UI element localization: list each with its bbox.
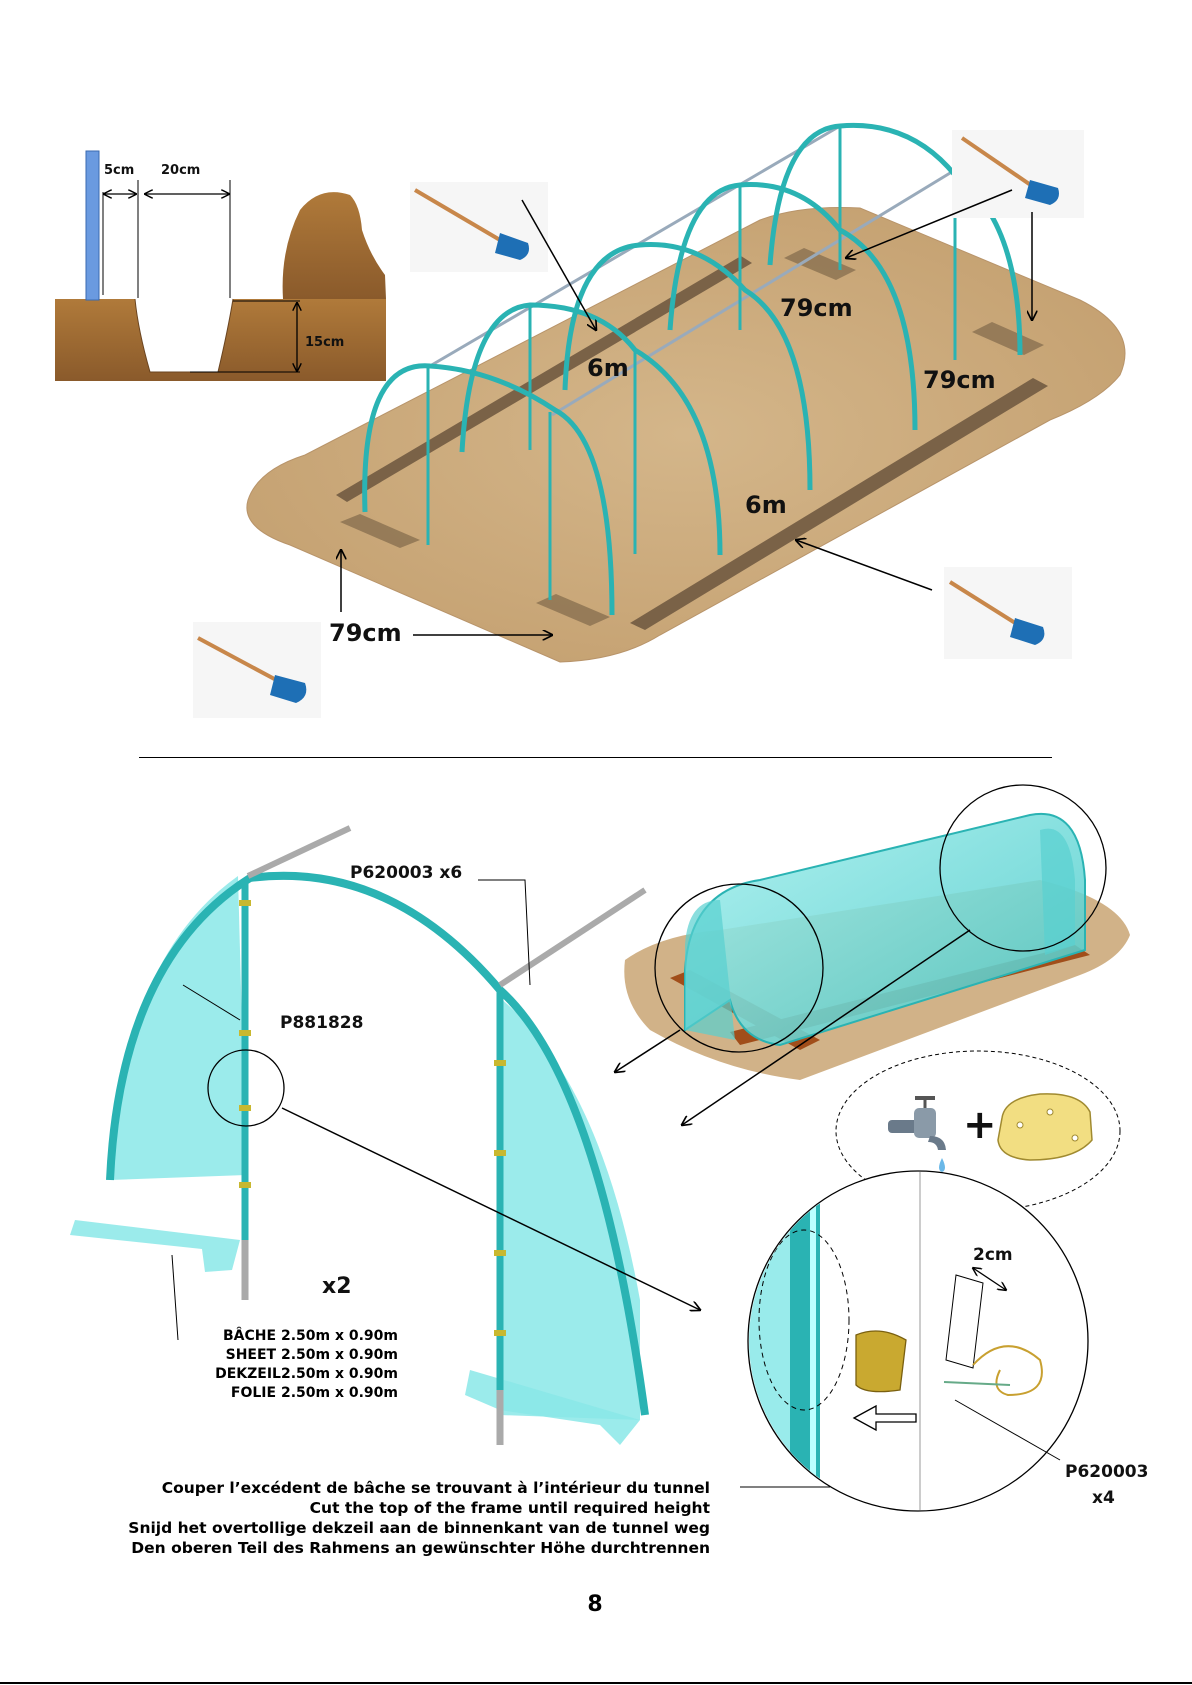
clip-detail [740, 1170, 1089, 1512]
trench-width-label: 20cm [161, 163, 201, 178]
arch-tube [106, 871, 649, 1416]
left-end-sheet [110, 876, 246, 1180]
bottom-rule [0, 1682, 1192, 1684]
page-number: 8 [587, 1592, 603, 1617]
hoops [362, 122, 1023, 616]
soap-icon [997, 1093, 1093, 1161]
detail-circle-right [939, 784, 1107, 952]
sheet-part-label: P881828 [280, 1013, 364, 1033]
front-trench-length-label: 6m [745, 491, 787, 519]
instruction-de: Den oberen Teil des Rahmens an gewünscht… [131, 1539, 710, 1557]
instructions: Couper l’excédent de bâche se trouvant à… [110, 1478, 710, 1558]
rear-edge-distance-label: 79cm [780, 294, 853, 322]
back-trench [336, 256, 752, 502]
sheet-spec-nl: DEKZEIL2.50m x 0.90m [215, 1366, 398, 1382]
tap-icon [888, 1096, 946, 1172]
instruction-nl: Snijd het overtollige dekzeil aan de bin… [128, 1519, 710, 1537]
hoop-1 [362, 363, 615, 616]
clip-part [855, 1330, 907, 1393]
sheet-spec-en: SHEET 2.50m x 0.90m [225, 1347, 398, 1363]
right-end-sheet [500, 998, 640, 1420]
shovel-icon [952, 130, 1084, 218]
trench-depth-label: 15cm [305, 335, 345, 350]
clip-gap-dimension [973, 1268, 1006, 1290]
trench-cross-section [55, 150, 386, 381]
tube-part-label: P620003 x6 [350, 863, 463, 883]
section-divider [139, 757, 1052, 758]
clip-part-label: P620003 [1065, 1462, 1149, 1482]
sheet-specs: BÂCHE 2.50m x 0.90m SHEET 2.50m x 0.90m … [198, 1327, 398, 1403]
sheet-spec-de: FOLIE 2.50m x 0.90m [230, 1385, 398, 1401]
shovel-icon [410, 182, 548, 272]
shovel-icon [193, 622, 321, 718]
trench-gap-label: 5cm [104, 163, 135, 178]
sheet-spec-fr: BÂCHE 2.50m x 0.90m [223, 1328, 398, 1344]
frame-post [85, 150, 100, 301]
plus-sign: + [963, 1102, 997, 1148]
quantity-label: x2 [322, 1274, 352, 1299]
soil-pile [282, 192, 386, 299]
detail-circle-left [654, 883, 824, 1053]
tunnel-cover [684, 812, 1086, 1047]
back-trench-length-label: 6m [587, 354, 629, 382]
tunnel-overview [615, 784, 1130, 1125]
clip-gap-label: 2cm [973, 1245, 1013, 1265]
front-trench [630, 378, 1048, 630]
trench-cut [135, 299, 233, 372]
end-panel-diagram [70, 825, 700, 1445]
instruction-fr: Couper l’excédent de bâche se trouvant à… [161, 1479, 710, 1497]
instruction-en: Cut the top of the frame until required … [309, 1499, 710, 1517]
shovel-icon [944, 567, 1072, 659]
front-end-distance-label: 79cm [329, 619, 402, 647]
right-end-distance-label: 79cm [923, 366, 996, 394]
frame-layout-diagram [193, 122, 1126, 718]
clip-quantity-label: x4 [1092, 1488, 1115, 1508]
